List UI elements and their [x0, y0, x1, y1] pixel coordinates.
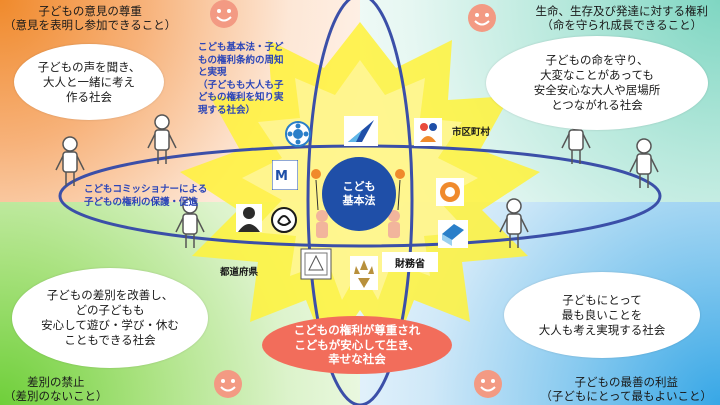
corner-top-left: 子どもの意見の尊重 （意見を表明し参加できること）	[4, 4, 176, 32]
children-agency-logo-icon	[414, 118, 442, 146]
person-icon	[629, 138, 659, 188]
cabinet-crest-icon	[284, 120, 312, 148]
blue-text-left: こどもコミッショナーによる 子どもの権利の保護・促進	[84, 184, 208, 208]
finance-ministry-logo: 財務省	[382, 252, 438, 272]
commissioner-portrait-icon	[236, 204, 262, 232]
ministry-mo-logo-icon: M	[272, 160, 298, 190]
child-balloon-icon	[311, 169, 328, 238]
horizontal-orbit	[58, 144, 662, 248]
ministry-logo-icon	[344, 116, 378, 146]
corner-subtitle: （命を守られ成長できること）	[541, 18, 703, 32]
bubble-top-left: 子どもの声を聞き、 大人と一緒に考え 作る社会	[14, 44, 164, 120]
label-prefecture: 都道府県	[220, 267, 259, 278]
bubble-text: 子どもの差別を改善し、 どの子どもも 安心して遊び・学び・休む こともできる社会	[41, 288, 179, 347]
smiley-icon	[468, 4, 496, 32]
corner-title: 子どもの最善の利益	[574, 375, 678, 389]
label-municipality: 市区町村	[452, 127, 491, 138]
corner-title: 子どもの意見の尊重	[38, 4, 142, 18]
person-icon	[147, 114, 177, 164]
svg-text:M: M	[275, 169, 288, 184]
smiley-icon	[210, 0, 238, 28]
corner-bottom-left: 差別の禁止 （差別のないこと）	[4, 375, 108, 403]
bottom-banner: こどもの権利が尊重され こどもが安心して生き、 幸せな社会	[262, 316, 452, 374]
paulownia-crest-icon	[350, 256, 378, 290]
smiley-icon	[474, 370, 502, 398]
blue-shape-logo-icon	[438, 220, 468, 248]
bubble-text: 子どもにとって 最も良いことを 大人も考え実現する社会	[538, 292, 666, 337]
center-circle: こども 基本法	[322, 157, 396, 231]
bubble-bottom-right: 子どもにとって 最も良いことを 大人も考え実現する社会	[504, 272, 700, 358]
corner-subtitle: （意見を表明し参加できること）	[4, 18, 177, 32]
banner-text: こどもの権利が尊重され こどもが安心して生き、 幸せな社会	[293, 323, 421, 367]
corner-title: 生命、生存及び発達に対する権利	[535, 4, 709, 18]
cabinet-office-logo-icon	[300, 248, 332, 280]
corner-top-right: 生命、生存及び発達に対する権利 （命を守られ成長できること）	[536, 4, 709, 32]
bubble-text: 子どもの声を聞き、 大人と一緒に考え 作る社会	[37, 59, 141, 104]
bubble-bottom-left: 子どもの差別を改善し、 どの子どもも 安心して遊び・学び・休む こともできる社会	[12, 268, 208, 368]
finance-ministry-label: 財務省	[382, 252, 438, 272]
bubble-top-right: 子どもの命を守り、 大変なことがあっても 安全安心な大人や居場所 とつながれる社…	[486, 36, 708, 130]
corner-subtitle: （差別のないこと）	[4, 389, 108, 403]
orange-logo-icon	[436, 178, 464, 206]
corner-bottom-right: 子どもの最善の利益 （子どもにとって最もよいこと）	[540, 375, 712, 403]
corner-subtitle: （子どもにとって最もよいこと）	[540, 389, 712, 403]
vertical-orbit	[306, 0, 414, 405]
child-balloon-icon	[388, 169, 405, 238]
person-icon	[175, 198, 205, 248]
smiley-icon	[214, 370, 242, 398]
center-label: こども 基本法	[342, 180, 376, 207]
seal-crest-icon	[270, 206, 298, 234]
bubble-text: 子どもの命を守り、 大変なことがあっても 安全安心な大人や居場所 とつながれる社…	[533, 53, 661, 112]
person-icon	[55, 136, 85, 186]
blue-text-upper: こども基本法・子ど もの権利条約の周知 と実現 （子どもも大人も子 どもの権利を…	[198, 42, 284, 116]
corner-title: 差別の禁止	[27, 375, 85, 389]
person-icon	[499, 198, 529, 248]
